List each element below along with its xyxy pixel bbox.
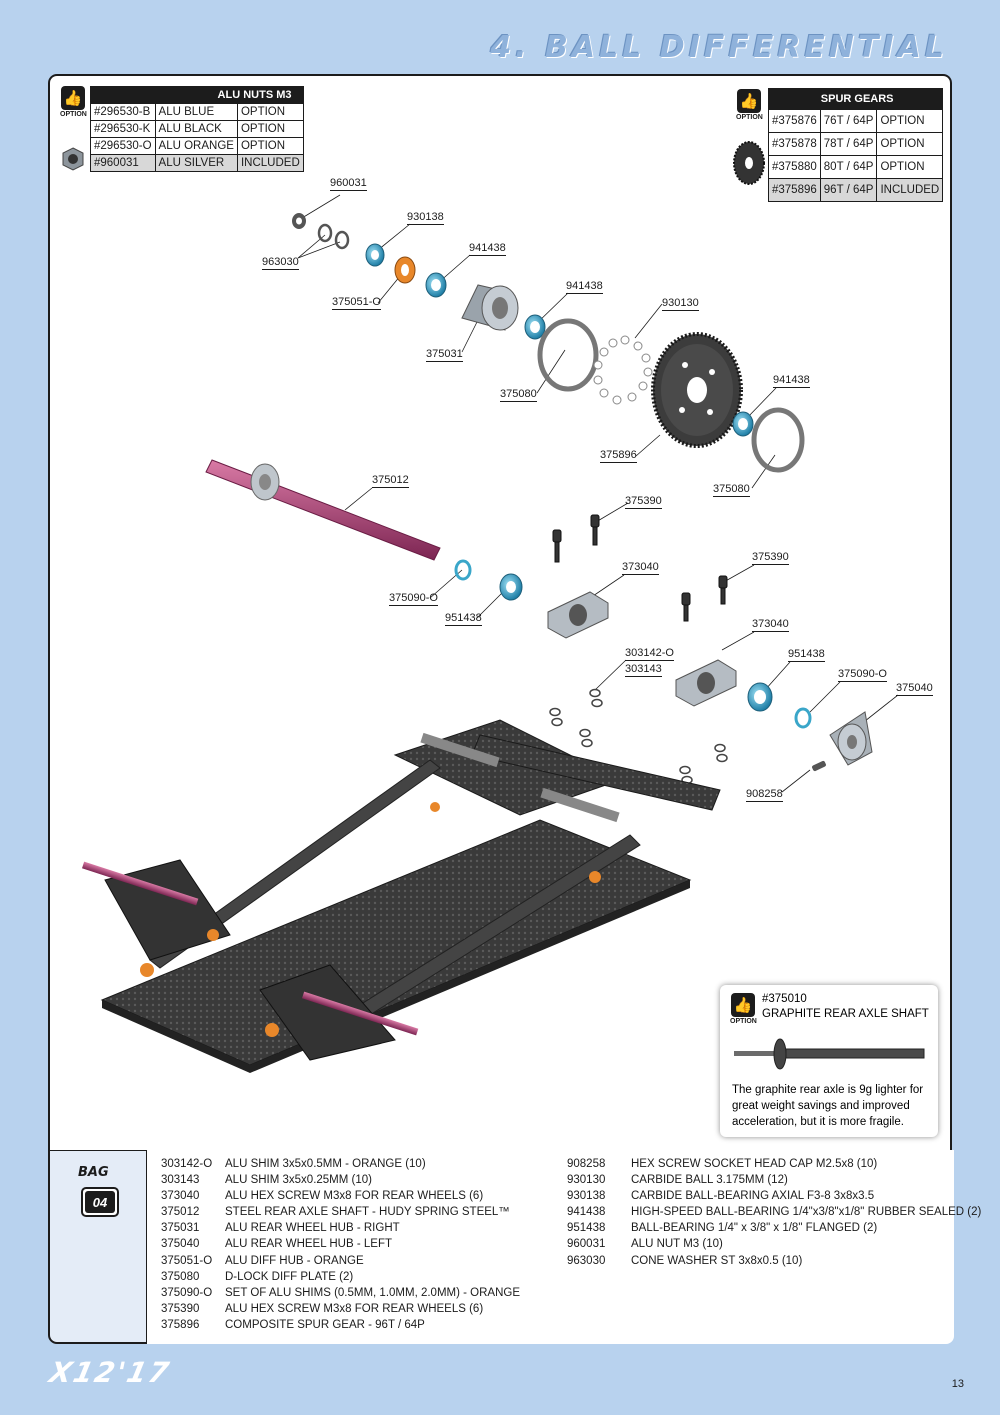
holder-373040-a [547,591,609,639]
callout-375090-o: 375090-O [838,668,887,682]
option-thumb-icon: 👍 OPTION [730,993,757,1025]
hub-375031 [461,284,519,331]
callout-303143: 303143 [625,663,662,677]
inset-description: The graphite rear axle is 9g lighter for… [732,1084,924,1128]
bag-number: 04 [85,1191,115,1213]
chassis [82,719,721,1073]
callout-941438: 941438 [469,242,506,256]
nut-960031 [292,213,350,250]
callout-930138: 930138 [407,211,444,225]
callout-375390: 375390 [625,495,662,509]
bag-number-box: 04 [81,1187,119,1217]
callout-375051-o: 375051-O [332,296,381,310]
callout-951438: 951438 [445,612,482,626]
alu-nut-icon [62,147,84,171]
callout-951438: 951438 [788,648,825,662]
callout-373040: 373040 [622,561,659,575]
holder-373040-b [675,659,737,707]
exploded-diagram [82,194,899,1073]
callout-941438: 941438 [566,280,603,294]
hub-375040 [829,711,873,766]
graphite-axle-image [734,1038,925,1070]
callout-375080: 375080 [500,388,537,402]
alu-nuts-header: ALU NUTS M3 [154,86,304,104]
brand-logo: X12'17 [46,1356,174,1389]
spur-gear-icon [733,141,765,185]
callout-375390: 375390 [752,551,789,565]
thumbs-up-icon: 👍 [737,89,761,113]
callout-375031: 375031 [426,348,463,362]
bag-label: BAG [78,1165,109,1180]
callout-908258: 908258 [746,788,783,802]
callout-375090-o: 375090-O [389,592,438,606]
option-thumb-icon: 👍 OPTION [60,86,87,118]
inset-part-name: GRAPHITE REAR AXLE SHAFT [762,1008,929,1020]
rear-axle-375012 [205,459,441,561]
page-number: 13 [951,1378,964,1390]
thumbs-up-icon: 👍 [731,993,755,1017]
page-title: 4. BALL DIFFERENTIAL [490,30,948,65]
thumbs-up-icon: 👍 [61,86,85,110]
spur-gears-header: SPUR GEARS [819,88,944,110]
callout-941438: 941438 [773,374,810,388]
graphite-axle-option-box: 👍 OPTION #375010 GRAPHITE REAR AXLE SHAF… [720,985,938,1137]
callout-375080: 375080 [713,483,750,497]
callout-375012: 375012 [372,474,409,488]
callout-375040: 375040 [896,682,933,696]
callout-303142-o: 303142-O [625,647,674,661]
callout-373040: 373040 [752,618,789,632]
inset-part-number: #375010 [762,993,807,1005]
callout-930130: 930130 [662,297,699,311]
spur-gear-375896 [651,332,743,448]
callout-963030: 963030 [262,256,299,270]
callout-960031: 960031 [330,177,367,191]
callout-375896: 375896 [600,449,637,463]
option-thumb-icon: 👍 OPTION [736,89,763,121]
bag-indicator: BAG 04 [50,1151,146,1342]
